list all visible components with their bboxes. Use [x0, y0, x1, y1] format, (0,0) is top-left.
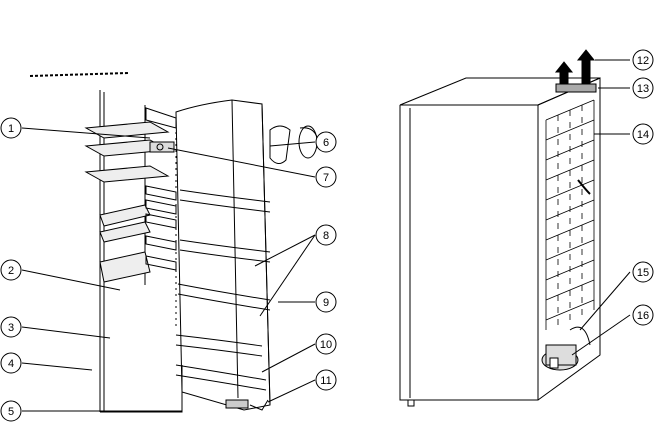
svg-text:13: 13: [637, 83, 649, 95]
callout-9: 9: [316, 292, 336, 312]
egg-rack-accessory: [270, 126, 318, 164]
callout-10: 10: [316, 334, 336, 354]
condenser-coil: [546, 100, 594, 330]
svg-text:1: 1: [8, 123, 14, 135]
compressor: [542, 327, 590, 370]
svg-text:14: 14: [637, 129, 649, 141]
svg-text:4: 4: [8, 358, 14, 370]
svg-text:11: 11: [320, 375, 331, 387]
callout-3: 3: [1, 317, 21, 337]
callout-5: 5: [1, 401, 21, 421]
callout-6: 6: [316, 132, 336, 152]
svg-text:5: 5: [8, 406, 14, 418]
svg-text:12: 12: [637, 55, 649, 67]
svg-text:6: 6: [323, 137, 329, 149]
svg-text:9: 9: [323, 297, 329, 309]
callout-12: 12: [633, 50, 653, 70]
callout-13: 13: [633, 78, 653, 98]
svg-text:8: 8: [323, 230, 329, 242]
callout-2: 2: [1, 260, 21, 280]
callout-7: 7: [316, 167, 336, 187]
callout-1: 1: [1, 118, 21, 138]
svg-text:3: 3: [8, 322, 14, 334]
open-door: [176, 100, 270, 410]
control-panel: [150, 142, 174, 152]
svg-text:16: 16: [637, 310, 649, 322]
svg-text:7: 7: [323, 172, 329, 184]
svg-text:15: 15: [637, 267, 649, 279]
callout-16: 16: [633, 305, 653, 325]
callout-11: 11: [316, 370, 336, 390]
fridge-rear-view: [400, 50, 600, 406]
svg-text:10: 10: [320, 339, 332, 351]
callout-8: 8: [316, 225, 336, 245]
callout-14: 14: [633, 124, 653, 144]
fridge-front-view: [30, 73, 318, 412]
callout-4: 4: [1, 353, 21, 373]
svg-text:2: 2: [8, 265, 14, 277]
callout-15: 15: [633, 262, 653, 282]
